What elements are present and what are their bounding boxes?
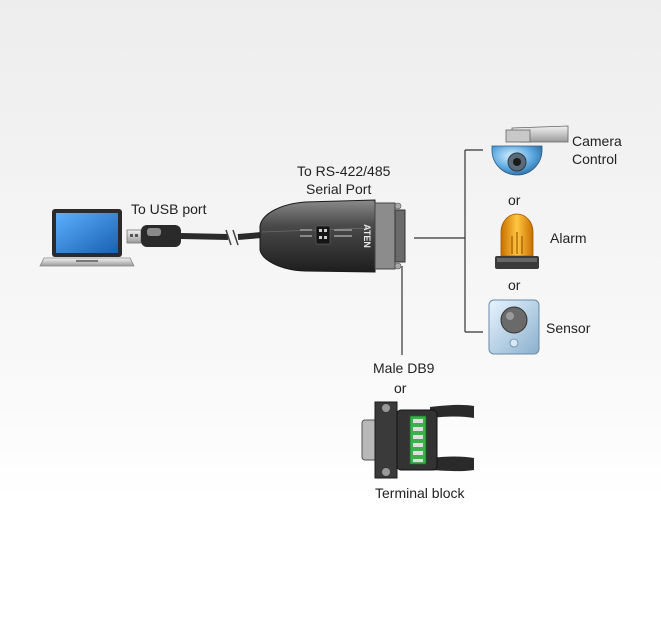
serial-port-label-line1: To RS-422/485 (297, 163, 391, 179)
connection-lines (401, 149, 483, 355)
usb-port-label: To USB port (131, 201, 207, 217)
sensor-icon (488, 299, 540, 355)
cable-break-mark (225, 229, 239, 246)
or-label-1: or (508, 192, 521, 208)
camera-dome-icon (491, 125, 569, 176)
usb-cable (180, 233, 229, 240)
male-db9-label: Male DB9 (373, 360, 435, 376)
adapter-brand-logo: ATEN (362, 224, 372, 248)
terminal-block-label: Terminal block (375, 485, 465, 501)
alarm-label: Alarm (550, 230, 587, 246)
sensor-label: Sensor (546, 320, 591, 336)
serial-port-label-line2: Serial Port (306, 181, 372, 197)
usb-plug-icon (126, 225, 181, 247)
or-label-2: or (508, 277, 521, 293)
or-label-3: or (394, 380, 407, 396)
usb-cable-continued (237, 232, 263, 240)
laptop-icon (39, 209, 135, 267)
alarm-beacon-icon (495, 213, 539, 269)
usb-serial-adapter-icon: ATEN (259, 199, 406, 273)
terminal-block-icon (361, 401, 474, 479)
camera-label-line1: Camera (572, 133, 622, 149)
camera-label-line2: Control (572, 151, 618, 167)
